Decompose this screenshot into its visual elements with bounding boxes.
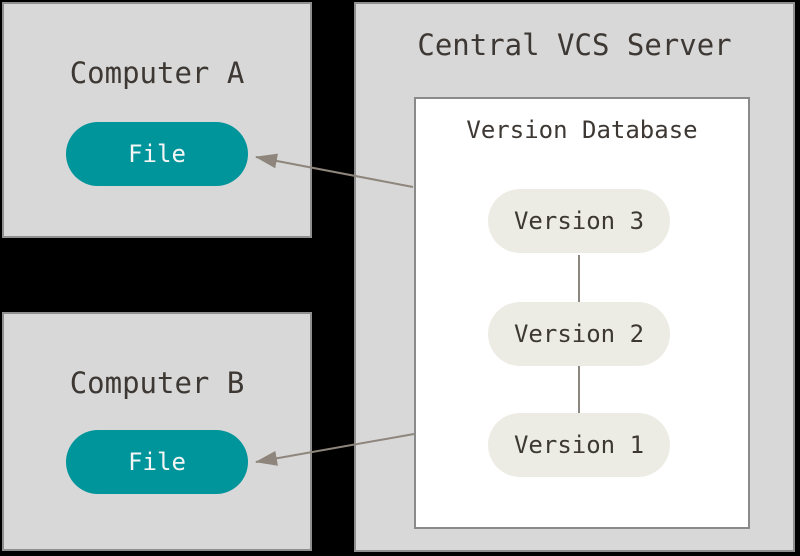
central-vcs-server-title: Central VCS Server xyxy=(417,28,732,62)
computer-a-file-pill: File xyxy=(66,122,248,186)
version-database-box: Version Database Version 3 Version 2 Ver… xyxy=(414,97,750,529)
version-database-title: Version Database xyxy=(466,116,698,144)
version-connector-line-2-1 xyxy=(578,366,580,413)
central-vcs-server-box: Central VCS Server Version Database Vers… xyxy=(354,2,795,552)
version-3-pill: Version 3 xyxy=(488,189,670,253)
computer-a-box: Computer A File xyxy=(2,2,312,238)
version-2-pill: Version 2 xyxy=(488,302,670,366)
computer-a-title: Computer A xyxy=(69,56,245,90)
computer-b-file-pill: File xyxy=(66,430,248,494)
version-1-pill: Version 1 xyxy=(488,413,670,477)
version-connector-line-3-2 xyxy=(578,255,580,302)
computer-b-title: Computer B xyxy=(69,366,245,400)
computer-b-box: Computer B File xyxy=(2,312,312,551)
